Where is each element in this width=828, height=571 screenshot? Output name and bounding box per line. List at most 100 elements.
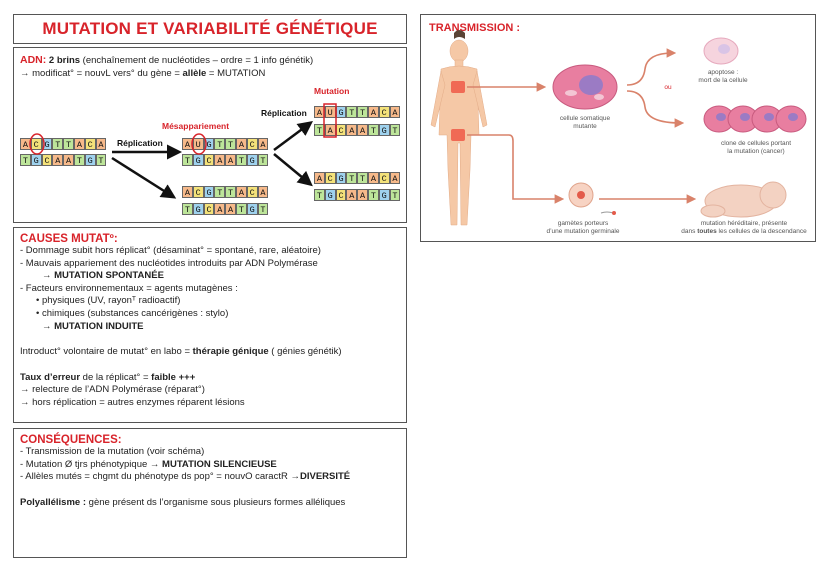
- circle-original-c: [29, 133, 45, 155]
- nucleotide: A: [214, 154, 226, 166]
- nucleotide: T: [346, 106, 358, 118]
- nucleotide: A: [214, 203, 226, 215]
- gametes-illustration: [568, 182, 616, 215]
- therapie-post: ( génies génétik): [268, 346, 342, 358]
- transmission-title: TRANSMISSION :: [429, 22, 521, 34]
- hered2-post: les cellules de la descendance: [716, 228, 807, 235]
- apoptose-caption-1: apoptose :: [707, 69, 739, 76]
- nucleotide: C: [84, 138, 96, 150]
- adn-line1-rest: (enchaînement de nucléotides – ordre = 1…: [80, 55, 314, 66]
- taux-line: Taux d’erreur de la réplicat° = faible +…: [20, 372, 342, 385]
- gametes-caption: gamètes porteurs d’une mutation germinal…: [533, 220, 633, 236]
- taux-faible: faible +++: [151, 371, 196, 383]
- apoptose-caption-2: mort de la cellule: [698, 77, 748, 84]
- nucleotide: A: [389, 106, 401, 118]
- nucleotide: T: [225, 186, 236, 198]
- mutation-spontanee: → MUTATION SPONTANÉE: [42, 270, 164, 282]
- therapie-line: Introduct° volontaire de mutat° en labo …: [20, 346, 342, 359]
- transmission-diagram: [430, 30, 807, 226]
- nucleotide: A: [367, 172, 379, 184]
- clone-caption-1: clone de cellules portant: [720, 140, 792, 147]
- nucleotide: G: [324, 189, 336, 201]
- nucleotide: A: [357, 124, 368, 136]
- consequences-line-2: - Mutation Ø tjrs phénotypique → MUTATIO…: [20, 459, 350, 472]
- allele-term: allèle: [182, 68, 207, 79]
- nucleotide: C: [203, 154, 215, 166]
- nucleotide: T: [357, 172, 368, 184]
- adn-line-2: → modificat° = nouvL vers° du gène = all…: [20, 68, 265, 81]
- nucleotide: T: [52, 138, 64, 150]
- nucleotide: A: [73, 138, 85, 150]
- somatic-region-marker: [451, 81, 465, 93]
- nucleotide: A: [314, 172, 325, 184]
- nucleotide: T: [257, 154, 269, 166]
- baby-illustration: [700, 181, 787, 218]
- polyallelisme-def: gène présent ds l’organisme sous plusieu…: [86, 496, 346, 508]
- nucleotide: A: [346, 124, 358, 136]
- nucleotide: C: [192, 186, 204, 198]
- nucleotide: T: [235, 203, 247, 215]
- page-title: MUTATION ET VARIABILITÉ GÉNÉTIQUE: [42, 19, 378, 38]
- nucleotide: T: [63, 138, 74, 150]
- causes-line-2: - Mauvais appariement des nucléotides in…: [20, 257, 318, 269]
- hereditary-caption: mutation héréditaire, présente dans tout…: [673, 220, 815, 236]
- hereditary-caption-1: mutation héréditaire, présente: [700, 220, 788, 227]
- nucleotide: T: [182, 203, 193, 215]
- nucleotide: T: [367, 189, 379, 201]
- nucleotide: T: [182, 154, 193, 166]
- replication-label-2: Réplication: [261, 108, 307, 118]
- nucleotide: C: [324, 172, 336, 184]
- nucleotide: C: [203, 203, 215, 215]
- adn-line2-pre: → modificat° = nouvL vers° du gène =: [20, 68, 183, 79]
- consequences-line-3: - Allèles mutés = chgmt du phénotype ds …: [20, 471, 350, 484]
- nucleotide: C: [30, 138, 42, 150]
- causes-line-10: → relecture de l’ADN Polymérase (réparat…: [20, 384, 205, 396]
- nucleotide: T: [367, 124, 379, 136]
- mutation-highlight: [323, 103, 337, 138]
- somatic-caption-2: mutante: [573, 123, 597, 130]
- nucleotide: G: [203, 186, 215, 198]
- causes-section: CAUSES MUTATº: - Dommage subit hors répl…: [13, 227, 407, 423]
- replication-arrows: [29, 103, 337, 199]
- nucleotide: A: [389, 172, 401, 184]
- somatic-caption-1: cellule somatique: [559, 115, 611, 122]
- replication-label-1: Réplication: [117, 138, 163, 148]
- consequences-line-1: - Transmission de la mutation (voir sché…: [20, 446, 205, 457]
- nucleotide: T: [357, 106, 368, 118]
- arrow-to-clone: [626, 90, 685, 128]
- cons-l2-pre: - Mutation Ø tjrs phénotypique →: [20, 458, 163, 470]
- apoptose-caption: apoptose : mort de la cellule: [683, 69, 763, 85]
- nucleotide: G: [378, 189, 390, 201]
- therapie-pre: Introduct° volontaire de mutat° en labo …: [20, 346, 193, 358]
- nucleotide: A: [182, 186, 193, 198]
- nucleotide: C: [246, 138, 258, 150]
- nucleotide: G: [378, 124, 390, 136]
- nucleotide: A: [235, 138, 247, 150]
- nucleotide: C: [378, 106, 390, 118]
- adn-section: ADN: 2 brins (enchaînement de nucléotide…: [13, 47, 407, 223]
- nucleotide: G: [246, 203, 258, 215]
- hered2-pre: dans: [681, 228, 698, 235]
- nucleotide: A: [95, 138, 107, 150]
- causes-physiques: • physiques (UV, rayonᵀ radioactif): [36, 295, 181, 307]
- nucleotide: A: [367, 106, 379, 118]
- arrow-replication-2: [111, 156, 177, 199]
- gametes-caption-1: gamètes porteurs: [557, 220, 609, 227]
- somatic-cell-illustration: [552, 64, 618, 110]
- adn-bold: 2 brins: [48, 55, 81, 66]
- nucleotide: A: [357, 189, 368, 201]
- polyallelisme-term: Polyallélisme :: [20, 496, 87, 508]
- nucleotide: G: [246, 154, 258, 166]
- nucleotide: T: [73, 154, 85, 166]
- adn-line2-post: = MUTATION: [206, 68, 266, 79]
- arrow-replication-3: [273, 121, 314, 152]
- causes-line-11: → hors réplication = autres enzymes répa…: [20, 396, 245, 408]
- mesappariement-label: Mésappariement: [162, 121, 230, 131]
- nucleotide: A: [225, 203, 236, 215]
